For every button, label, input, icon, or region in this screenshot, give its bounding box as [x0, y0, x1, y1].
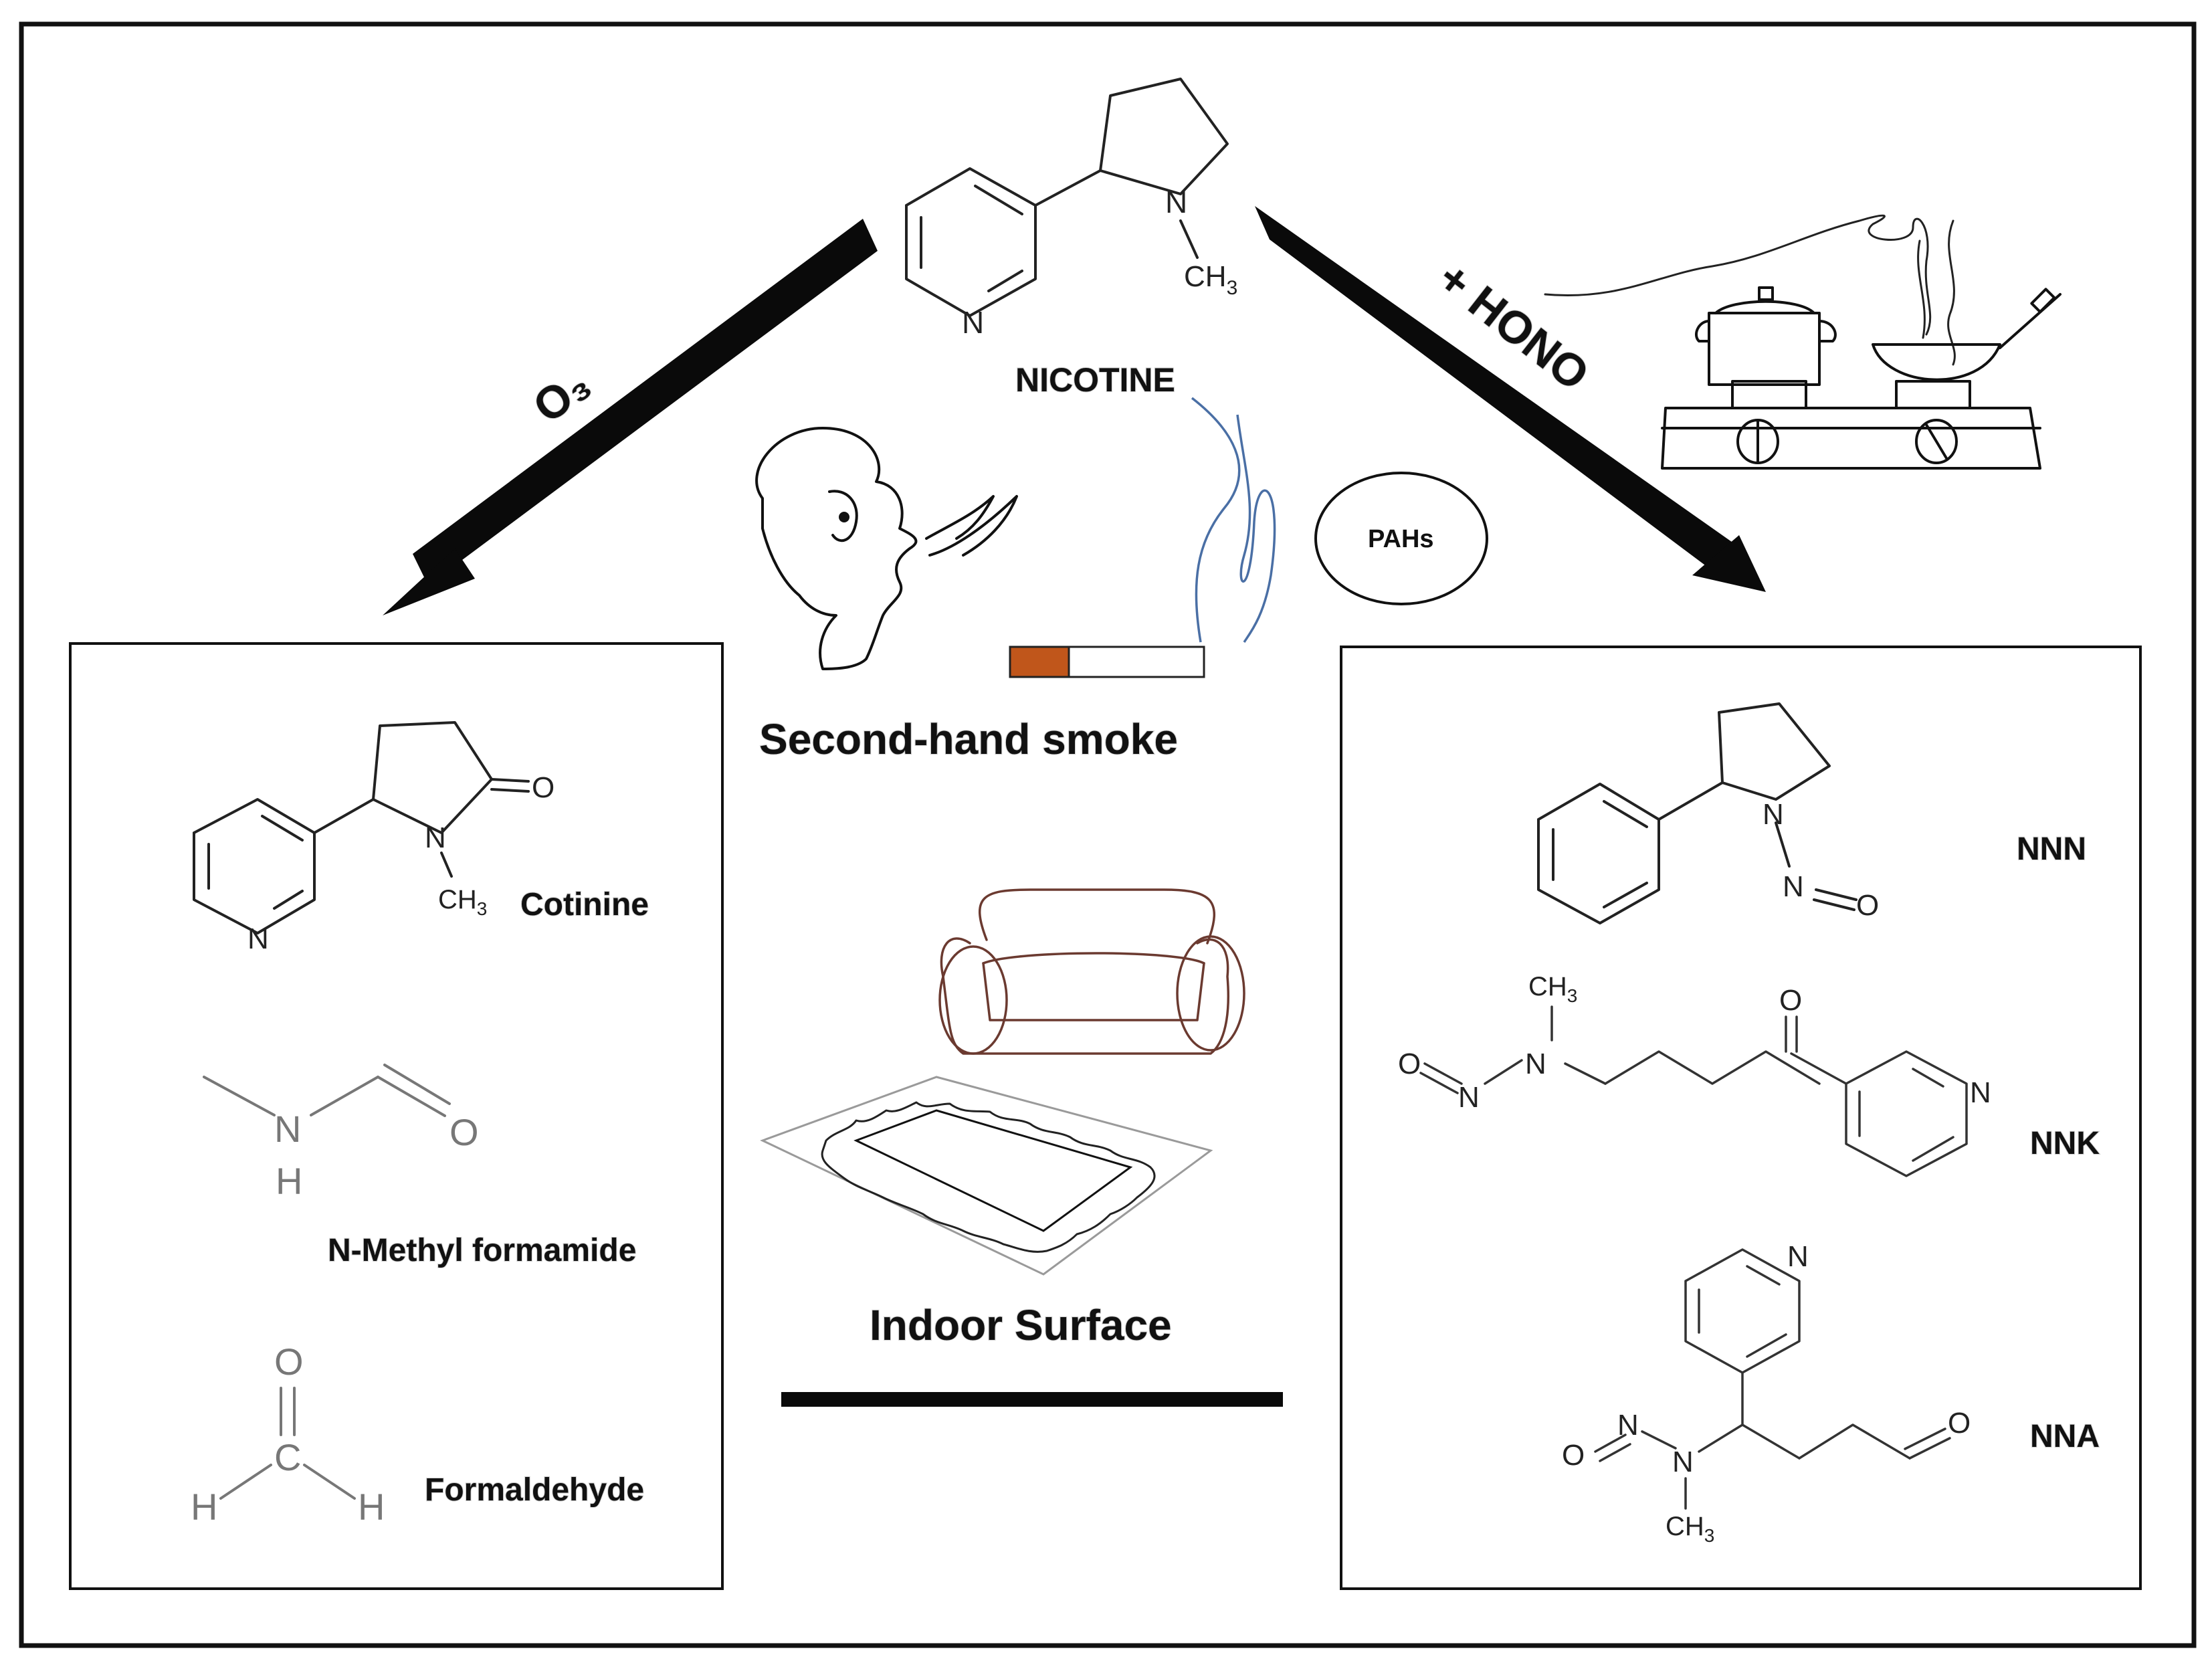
product-nnk-label: NNK	[2030, 1126, 2100, 1161]
svg-text:CH3: CH3	[1184, 260, 1237, 299]
svg-text:CH3: CH3	[438, 885, 487, 919]
svg-text:N: N	[1787, 1240, 1809, 1273]
svg-text:O: O	[1562, 1439, 1585, 1472]
svg-text:O: O	[532, 771, 555, 804]
svg-text:N: N	[274, 1108, 301, 1150]
svg-text:O: O	[1948, 1407, 1971, 1440]
svg-text:CH3: CH3	[1666, 1512, 1714, 1546]
svg-text:O: O	[274, 1341, 304, 1383]
nnk-structure: O N N CH3 O N	[1398, 972, 1991, 1177]
svg-text:H: H	[191, 1486, 217, 1528]
svg-text:H: H	[276, 1160, 302, 1202]
svg-text:H: H	[358, 1486, 385, 1528]
svg-text:N: N	[1763, 798, 1784, 831]
left-products-box	[69, 642, 724, 1590]
svg-text:CH3: CH3	[1528, 972, 1577, 1006]
n-methyl-formamide-structure: N H O	[203, 1064, 479, 1202]
svg-text:N: N	[1970, 1076, 1991, 1109]
right-products-box	[1340, 646, 2142, 1590]
sofa-sketch	[938, 888, 1245, 1055]
nicotine-pyrrolidine-n: N	[1165, 185, 1187, 219]
svg-text:N: N	[425, 821, 446, 854]
stove-sketch	[1544, 214, 2062, 470]
svg-text:O: O	[1779, 984, 1802, 1017]
svg-text:N: N	[1617, 1409, 1639, 1442]
nicotine-structure: N N CH3	[905, 78, 1237, 340]
product-nna-label: NNA	[2030, 1419, 2100, 1454]
svg-text:O: O	[1398, 1048, 1421, 1080]
second-hand-smoke-label: Second-hand smoke	[759, 715, 1178, 763]
svg-text:N: N	[247, 922, 269, 955]
nicotine-pyridine-n: N	[962, 305, 984, 340]
svg-text:C: C	[274, 1436, 301, 1478]
svg-text:N: N	[1672, 1446, 1694, 1478]
cigarette-sketch	[1009, 397, 1276, 678]
outer-frame	[19, 21, 2197, 1648]
pahs-label: PAHs	[1368, 525, 1434, 553]
indoor-surface-label: Indoor Surface	[870, 1301, 1172, 1349]
product-formaldehyde-label: Formaldehyde	[425, 1472, 644, 1508]
pahs-bubble	[1314, 472, 1488, 605]
svg-text:O: O	[449, 1111, 479, 1153]
product-nnn-label: NNN	[2017, 831, 2086, 867]
arrow-right	[1255, 206, 1766, 592]
nicotine-label: NICOTINE	[1015, 361, 1175, 399]
cotinine-structure: O N N CH3	[193, 721, 555, 955]
smoker-head-sketch	[755, 427, 1018, 670]
product-cotinine-label: Cotinine	[520, 887, 649, 922]
svg-text:N: N	[1458, 1081, 1480, 1114]
arrow-left	[383, 219, 878, 615]
svg-text:O: O	[1856, 889, 1879, 922]
nnn-structure: N N O	[1537, 702, 1879, 924]
svg-text:N: N	[1525, 1048, 1546, 1080]
rug-sketch	[760, 1076, 1213, 1276]
formaldehyde-structure: O C H H	[191, 1341, 385, 1528]
nna-structure: N N N O O CH3	[1562, 1240, 1971, 1546]
product-n-methyl-formamide-label: N-Methyl formamide	[328, 1233, 636, 1268]
svg-text:N: N	[1783, 870, 1804, 903]
